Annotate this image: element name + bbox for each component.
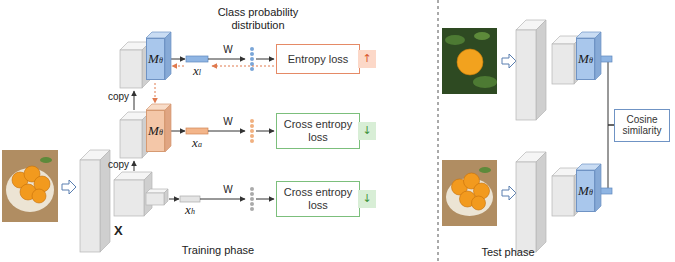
vector-label: xa (192, 136, 202, 151)
node-text: Mθ (578, 52, 593, 67)
direction-badge: ↓ (358, 122, 376, 140)
feature-vector (180, 196, 200, 202)
photo-orange (457, 49, 483, 75)
probability-dot (250, 207, 254, 211)
node-text: Mθ (148, 124, 163, 139)
feature-module: Mθ (146, 38, 165, 80)
node-text: Entropy loss (288, 53, 349, 66)
feature-module: Mθ (576, 38, 595, 80)
feature-label: X (114, 224, 123, 239)
loss-arrow (256, 131, 274, 132)
photo-background (442, 160, 497, 226)
vector-label: xh (185, 203, 195, 218)
feature-map-side (536, 152, 546, 252)
node-text: ↓ (362, 193, 371, 206)
module-side (165, 32, 171, 80)
photo-leaf (479, 167, 491, 173)
probability-dot (250, 52, 254, 56)
node-text: Mθ (148, 52, 163, 67)
copy-arrow (134, 91, 135, 110)
node-text: Cross entropy loss (281, 186, 355, 211)
probability-dot (250, 119, 254, 123)
probability-dot (250, 129, 254, 133)
photo-orange (32, 189, 46, 203)
phase-divider (438, 0, 439, 262)
gradient-arrow (155, 83, 156, 103)
feature-arrow (170, 59, 185, 60)
classifier-arrow (208, 131, 245, 132)
feature-map-front (120, 120, 142, 158)
classifier-arrow (200, 199, 245, 200)
feature-map-front (146, 193, 164, 205)
module-side (165, 104, 171, 152)
similarity-box: Cosine similarity (614, 109, 670, 142)
feature-arrow (170, 131, 185, 132)
feature-module: Mθ (146, 110, 165, 152)
photo-leaf (474, 32, 490, 40)
photo-leaf (40, 157, 52, 163)
phase-title: Training phase (182, 244, 254, 257)
direction-badge: ↑ (358, 50, 376, 68)
photo-background (2, 150, 58, 222)
feature-map-front (552, 44, 574, 84)
feature-map-side (164, 189, 168, 205)
probability-dot (250, 62, 254, 66)
probability-dot (250, 67, 254, 71)
copy-label: copy (108, 91, 129, 103)
feature-vector (186, 128, 208, 134)
module-side (595, 32, 601, 80)
copy-label: copy (108, 159, 129, 171)
probability-dot (250, 57, 254, 61)
input-arrow (502, 186, 516, 200)
input-arrow (502, 54, 516, 68)
classifier-arrow (208, 59, 245, 60)
feature-vector (186, 56, 208, 62)
loss-arrow (256, 199, 274, 200)
probability-dot (250, 47, 254, 51)
gradient-arrow (172, 66, 184, 67)
feature-map-front (516, 162, 536, 252)
probability-dot (250, 139, 254, 143)
loss-box: Entropy loss (276, 44, 360, 74)
node-text: Mθ (578, 184, 593, 199)
node-text: Cosine similarity (619, 114, 665, 137)
weight-label: W (223, 44, 232, 56)
probability-dot (250, 192, 254, 196)
probability-dot (250, 187, 254, 191)
caption-text: Class probability distribution (203, 6, 313, 31)
module-side (595, 164, 601, 212)
input-arrow (62, 180, 76, 194)
direction-badge: ↓ (358, 190, 376, 208)
feature-map-front (516, 30, 536, 120)
photo-leaf (445, 35, 465, 45)
feature-module: Mθ (576, 170, 595, 212)
probability-dot (250, 124, 254, 128)
gradient-arrow (212, 66, 274, 67)
node-text: ↓ (362, 125, 371, 138)
feature-map-front (114, 180, 144, 216)
loss-arrow (256, 59, 274, 60)
weight-label: W (223, 116, 232, 128)
photo-leaf (473, 76, 497, 88)
feature-map-front (80, 160, 100, 252)
node-text: ↑ (362, 53, 371, 66)
photo-orange (472, 196, 486, 210)
vector-label: xl (193, 64, 201, 79)
copy-arrow (134, 161, 135, 171)
feature-map-front (120, 50, 142, 88)
feature-map-side (536, 20, 546, 120)
probability-dot (250, 197, 254, 201)
node-text: Cross entropy loss (281, 118, 355, 143)
probability-dot (250, 202, 254, 206)
feature-map-front (552, 176, 574, 216)
loss-box: Cross entropy loss (276, 113, 360, 149)
loss-box: Cross entropy loss (276, 181, 360, 217)
probability-dot (250, 134, 254, 138)
photo-background (442, 28, 497, 94)
phase-title: Test phase (481, 246, 534, 259)
feature-arrow (169, 199, 179, 200)
weight-label: W (223, 184, 232, 196)
